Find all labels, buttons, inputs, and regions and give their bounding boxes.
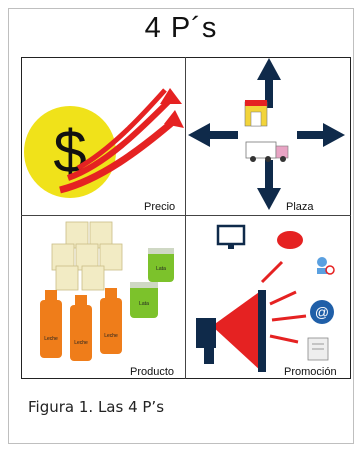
at-sign-icon: @ (310, 300, 334, 324)
truck-icon (246, 142, 288, 162)
quadrant-label-precio: Precio (144, 201, 175, 213)
monitor-icon (218, 226, 244, 249)
cans-icon: Lata Lata (130, 248, 174, 318)
arrow-right-icon (323, 123, 345, 147)
figure-caption: Figura 1. Las 4 P’s (28, 398, 164, 416)
svg-text:Lata: Lata (156, 266, 166, 272)
arrow-left-icon (188, 123, 210, 147)
user-search-icon (317, 257, 334, 274)
megaphone-icon (196, 290, 266, 372)
producto-illustration: Leche Leche Leche Lata Lata (40, 222, 174, 361)
arrow-down-icon (257, 188, 281, 210)
svg-text:Leche: Leche (104, 333, 118, 339)
store-icon (245, 100, 267, 126)
promocion-illustration: @ (196, 226, 334, 372)
quadrant-label-producto: Producto (130, 366, 174, 378)
quadrant-label-plaza: Plaza (286, 201, 314, 213)
svg-text:Leche: Leche (74, 340, 88, 346)
milk-bags-icon (52, 222, 122, 290)
milk-bottles-icon: Leche Leche Leche (40, 288, 122, 361)
speech-bubble-icon (277, 231, 303, 249)
svg-text:Leche: Leche (44, 336, 58, 342)
document-icon (308, 338, 328, 360)
quadrant-label-promocion: Promoción (284, 366, 337, 378)
arrow-up-icon (257, 58, 281, 80)
precio-illustration: $ (24, 88, 184, 198)
svg-text:Lata: Lata (139, 301, 149, 307)
plaza-illustration (188, 58, 345, 210)
svg-text:@: @ (315, 304, 329, 320)
